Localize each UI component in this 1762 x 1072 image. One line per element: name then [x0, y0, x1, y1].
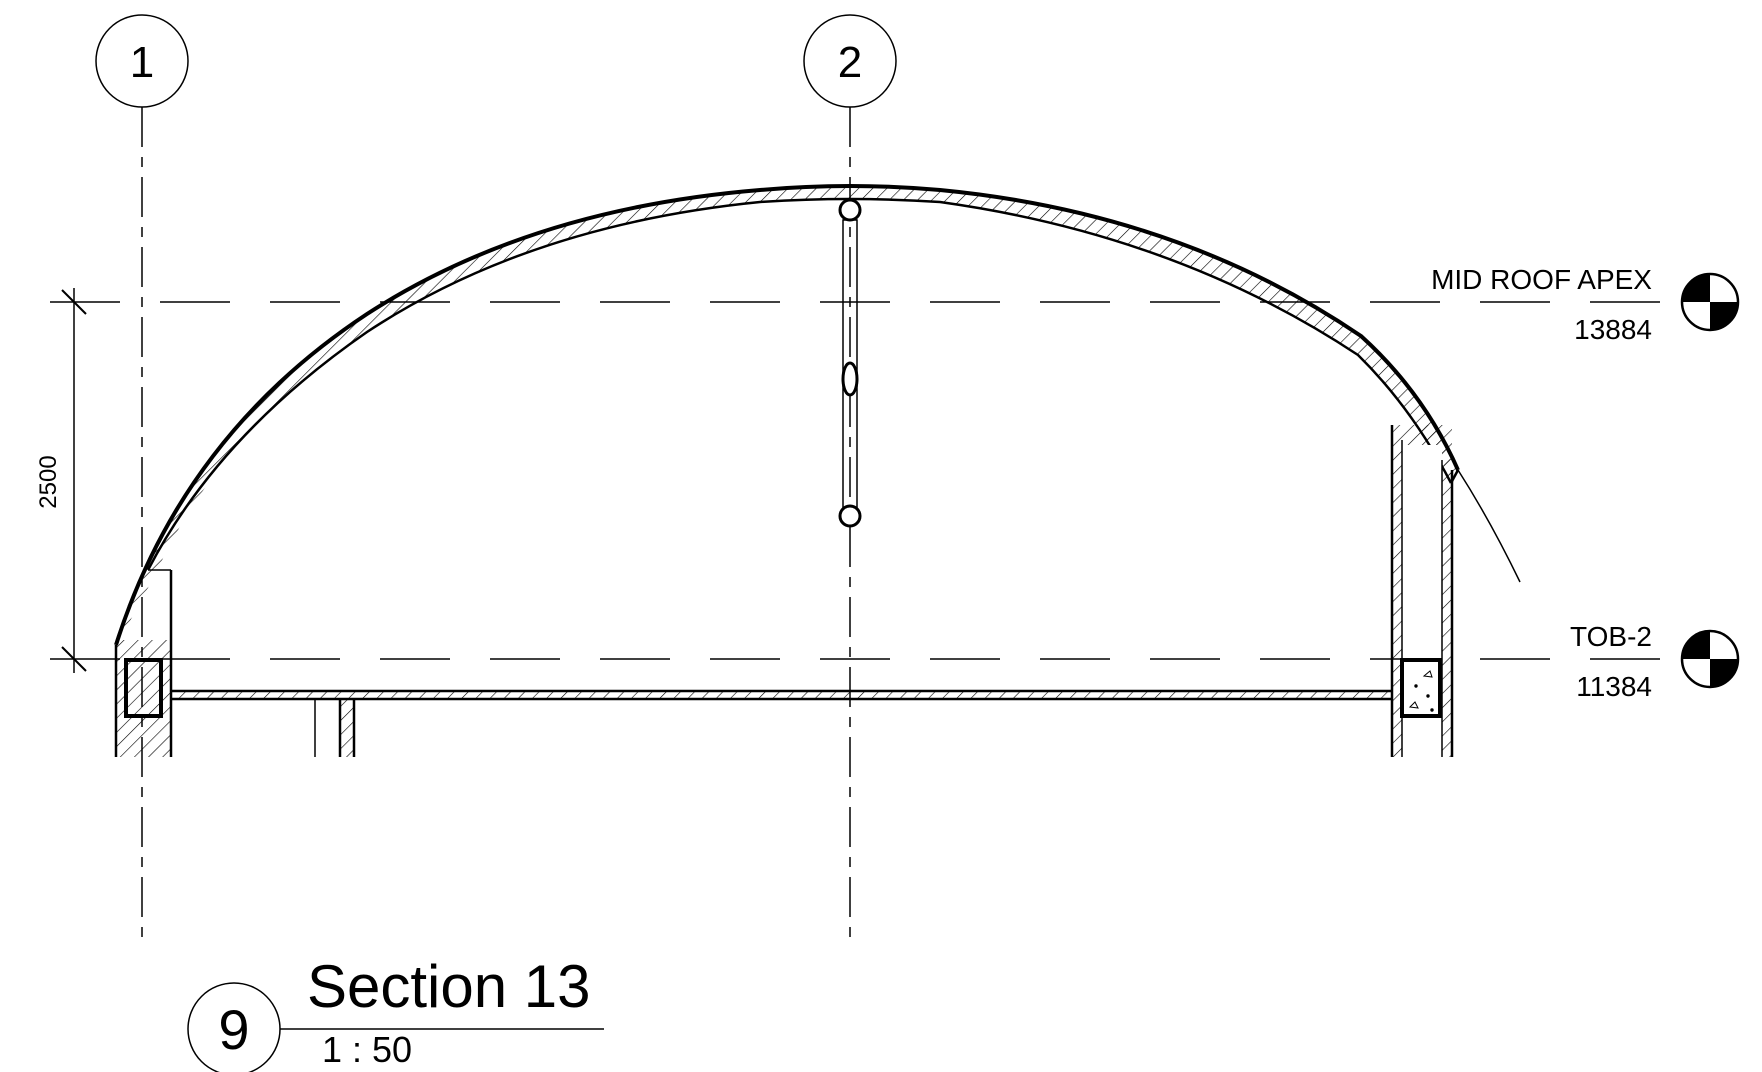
view-scale: 1 : 50 [322, 1029, 412, 1070]
grid-line-2[interactable]: 2 [803, 14, 897, 940]
dimension-tick-bottom [61, 646, 87, 672]
left-wall [114, 569, 173, 757]
right-wall [1390, 425, 1454, 757]
roof-arch [114, 184, 1521, 647]
level-tob-2[interactable]: TOB-2 11384 [50, 621, 1740, 702]
view-number: 9 [218, 998, 249, 1061]
rod-top-ring [838, 198, 862, 222]
level-target-icon [1680, 629, 1740, 689]
floor-slab-hatch [171, 691, 1392, 699]
grid-bubble-2-label: 2 [838, 38, 862, 87]
level-mid-roof-apex[interactable]: MID ROOF APEX 13884 [50, 264, 1740, 345]
view-title-block[interactable]: 9 Section 13 1 : 50 [187, 953, 604, 1072]
grid-bubble-1-label: 1 [130, 38, 154, 87]
rod-bottom-ring [838, 504, 862, 528]
level-elevation-mid-roof-apex: 13884 [1574, 314, 1652, 345]
left-wall-beam [124, 658, 163, 718]
hanging-rod [838, 198, 862, 528]
roof-arch-outer [114, 184, 1460, 646]
rod-mid-ring [841, 361, 859, 397]
roof-arch-hatch [116, 186, 1458, 647]
level-elevation-tob-2: 11384 [1576, 671, 1652, 702]
roof-arch-extension [1457, 469, 1521, 583]
partition-wall [314, 699, 356, 757]
dimension-value: 2500 [35, 455, 62, 508]
concrete-fill [1408, 670, 1434, 712]
dimension-tick-top [61, 289, 87, 315]
view-title: Section 13 [307, 953, 591, 1020]
grid-line-1[interactable]: 1 [95, 14, 189, 940]
vertical-dimension[interactable]: 2500 [35, 288, 87, 673]
right-wall-beam [1400, 658, 1442, 718]
level-name-mid-roof-apex: MID ROOF APEX [1431, 264, 1652, 295]
level-name-tob-2: TOB-2 [1570, 621, 1652, 652]
roof-arch-inner [146, 197, 1453, 571]
level-target-icon [1680, 272, 1740, 332]
floor-slab [171, 689, 1392, 701]
right-wall-cavity [1402, 445, 1442, 757]
